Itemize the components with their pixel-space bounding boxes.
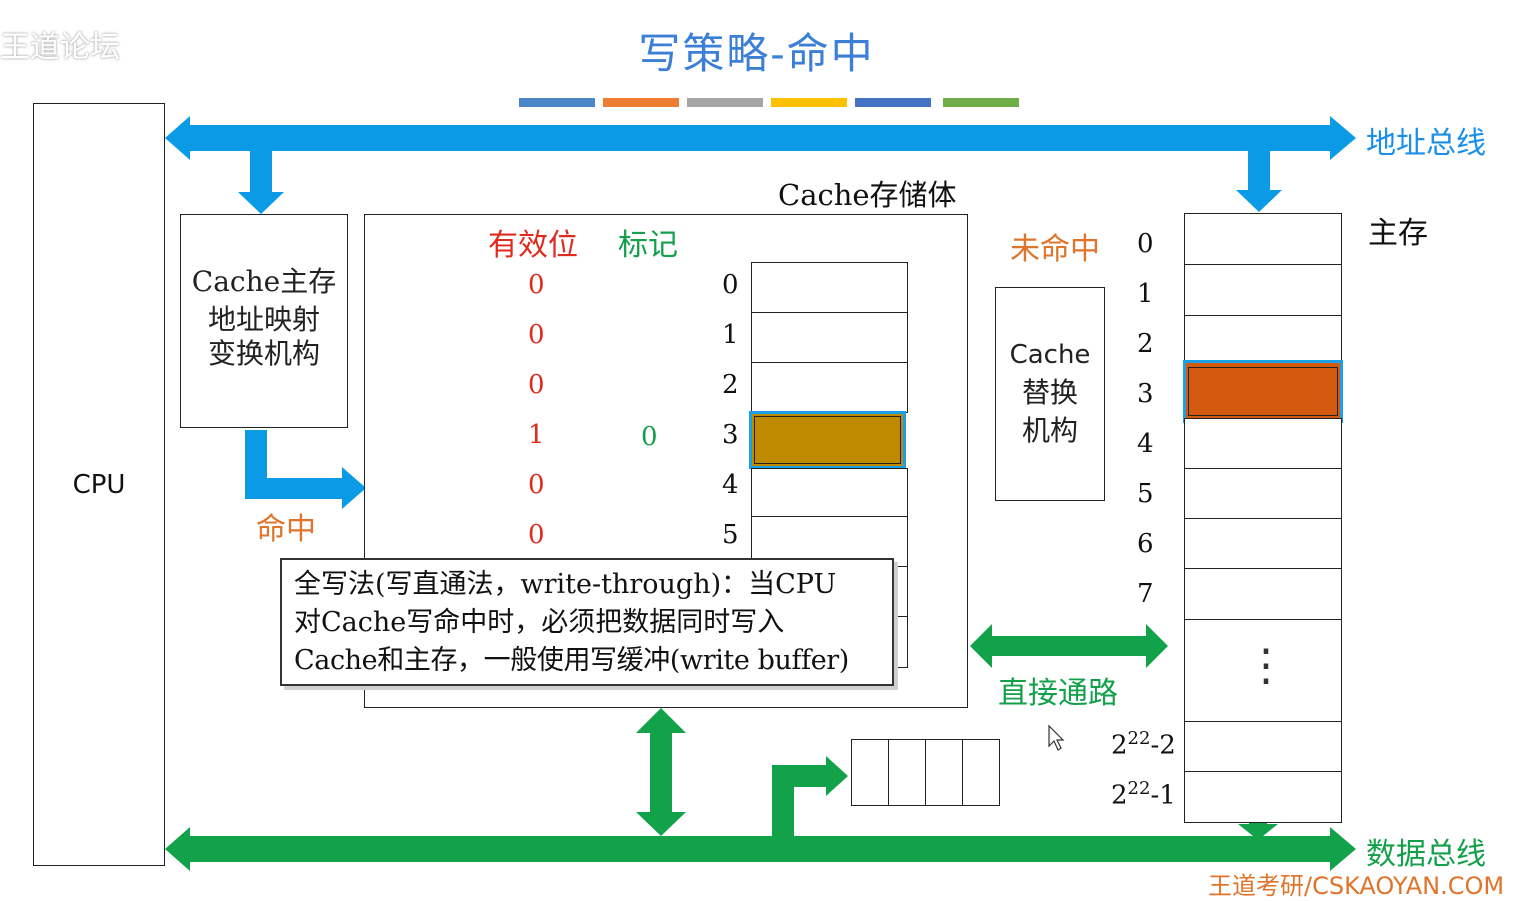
replace-unit-line: 替换	[1021, 376, 1078, 409]
strip-segment	[519, 98, 595, 107]
direct-path-label: 直接通路	[998, 676, 1118, 711]
cache-line-number: 3	[722, 420, 739, 450]
memory-block-number: 5	[1137, 479, 1154, 509]
replace-unit-line: Cache	[1009, 340, 1091, 370]
memory-block-number: 1	[1137, 279, 1154, 309]
memory-block	[1184, 568, 1342, 620]
valid-bit: 1	[528, 420, 545, 450]
cache-line	[751, 362, 908, 413]
cache-line-hit-inner	[754, 416, 901, 464]
memory-block	[1184, 213, 1342, 265]
cache-line-number: 5	[722, 520, 739, 550]
cache-line	[751, 468, 908, 519]
replace-unit-box: Cache 替换 机构	[995, 287, 1105, 501]
memory-last-label: 222-1	[1111, 778, 1176, 811]
write-buffer	[851, 739, 1000, 806]
memory-block-number: 7	[1137, 579, 1154, 609]
callout-line: 全写法(写直通法，write-through)：当CPU	[294, 569, 837, 600]
write-buffer-arrow	[772, 756, 848, 836]
cache-databus-arrow	[636, 708, 686, 836]
valid-bit-header: 有效位	[488, 228, 578, 263]
memory-block	[1184, 418, 1342, 469]
address-to-mapping-arrow	[238, 151, 284, 214]
cache-line	[751, 312, 908, 363]
footer-text: 王道考研/CSKAOYAN.COM	[1208, 872, 1505, 900]
write-buffer-slot	[925, 739, 964, 806]
write-buffer-slot	[888, 739, 927, 806]
memory-block-hit-inner	[1188, 367, 1338, 416]
memory-block	[1184, 721, 1342, 772]
address-bus-arrow	[165, 116, 1356, 160]
cpu-label: CPU	[72, 470, 126, 500]
exp-base: 2	[1111, 780, 1128, 811]
valid-bit: 0	[528, 320, 545, 350]
memory-block	[1184, 771, 1342, 823]
replace-unit-line: 机构	[1021, 414, 1078, 447]
memory-block-number: 0	[1137, 229, 1154, 259]
valid-bit: 0	[528, 270, 545, 300]
memory-block	[1184, 264, 1342, 316]
write-buffer-slot	[962, 739, 1000, 806]
tag-header: 标记	[618, 228, 678, 263]
data-bus-arrow	[165, 827, 1356, 871]
cache-line-number: 0	[722, 270, 739, 300]
exp-power: 22	[1127, 778, 1151, 799]
address-to-memory-arrow	[1236, 151, 1282, 212]
memory-ellipsis: ⋮	[1244, 640, 1288, 691]
exp-rest: -2	[1150, 730, 1176, 761]
page-title: 写策略-命中	[638, 29, 875, 78]
main-memory-label: 主存	[1368, 216, 1428, 251]
strip-segment	[603, 98, 679, 107]
mapping-unit-box: Cache主存 地址映射 变换机构	[180, 214, 348, 428]
strip-segment	[771, 98, 847, 107]
memory-block-number: 4	[1137, 429, 1154, 459]
cache-line-number: 4	[722, 470, 739, 500]
mapping-unit-line: 变换机构	[207, 337, 320, 370]
memory-block-number: 3	[1137, 379, 1154, 409]
mapping-unit-line: Cache主存	[191, 265, 337, 298]
memory-last-label: 222-2	[1111, 728, 1176, 761]
valid-bit: 0	[528, 370, 545, 400]
exp-rest: -1	[1150, 780, 1176, 811]
memory-block-number: 6	[1137, 529, 1154, 559]
memory-block-hit	[1183, 360, 1343, 423]
watermark-text: 王道论坛	[0, 30, 120, 65]
callout-line: Cache和主存，一般使用写缓冲(write buffer)	[294, 645, 849, 676]
write-through-callout: 全写法(写直通法，write-through)：当CPU 对Cache写命中时，…	[280, 558, 894, 686]
cache-storage-label: Cache存储体	[778, 178, 957, 212]
memory-block	[1184, 315, 1342, 367]
valid-bit: 0	[528, 520, 545, 550]
mapping-unit-line: 地址映射	[207, 303, 320, 336]
write-buffer-slot	[851, 739, 890, 806]
callout-line: 对Cache写命中时，必须把数据同时写入	[294, 607, 785, 638]
tag-value: 0	[641, 422, 658, 452]
cpu-box: CPU	[33, 103, 165, 866]
color-strip	[519, 98, 1021, 107]
arrows-layer	[165, 116, 1356, 871]
data-bus-label: 数据总线	[1366, 837, 1486, 872]
exp-base: 2	[1111, 730, 1128, 761]
exp-power: 22	[1127, 728, 1151, 749]
strip-segment	[687, 98, 763, 107]
cache-line-number: 2	[722, 370, 739, 400]
valid-bit: 0	[528, 470, 545, 500]
cache-line-hit	[749, 411, 906, 469]
memory-block	[1184, 468, 1342, 519]
hit-arrow	[245, 430, 366, 509]
memory-block-number: 2	[1137, 329, 1154, 359]
memory-block	[1184, 518, 1342, 569]
miss-label: 未命中	[1010, 232, 1100, 267]
strip-segment	[855, 98, 931, 107]
cache-line-number: 1	[722, 320, 739, 350]
cache-line	[751, 262, 908, 313]
direct-path-arrow	[970, 624, 1168, 668]
memory-block-gap	[1184, 619, 1342, 722]
strip-segment	[943, 98, 1019, 107]
address-bus-label: 地址总线	[1366, 126, 1486, 161]
hit-label: 命中	[256, 512, 316, 547]
